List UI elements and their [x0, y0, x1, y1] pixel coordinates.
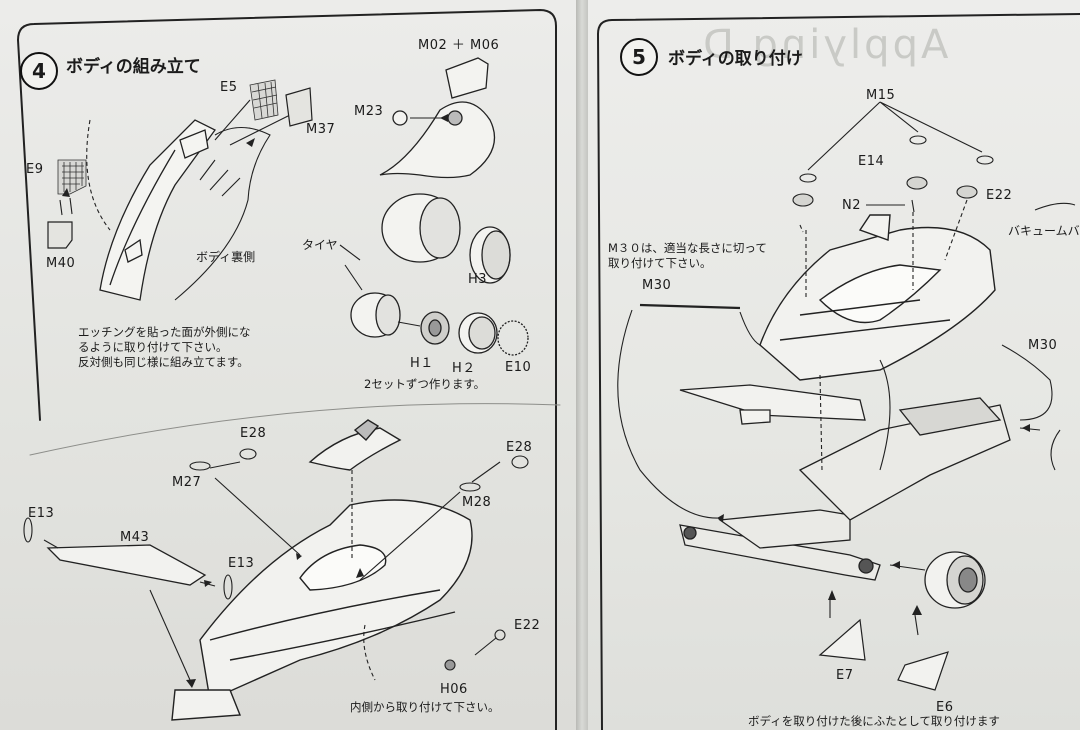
side-panel-part [99, 119, 216, 301]
body-shell-part [171, 419, 473, 721]
note-bottom: ボディを取り付けた後にふたとして取り付けます [748, 714, 1000, 728]
note-two-sets: 2セットずつ作ります。 [364, 377, 486, 391]
note-m30-line1: M３０は、適当な長さに切って [608, 241, 767, 255]
note-etching-line2: るように取り付けて下さい。 [78, 340, 228, 354]
etch-grid-e5 [249, 79, 279, 121]
part-e6-shape [897, 651, 949, 691]
label-m37: M37 [306, 122, 336, 137]
label-e14: E14 [858, 154, 885, 169]
label-m02-m06: M02 ＋ M06 [418, 38, 500, 53]
note-etching-line1: エッチングを貼った面が外側にな [78, 325, 251, 339]
label-m30-right: M30 [1028, 338, 1058, 353]
label-n2: N2 [842, 198, 861, 213]
label-e13-left: E13 [28, 506, 55, 521]
label-m27: M27 [172, 475, 202, 490]
label-h06: H06 [440, 682, 468, 697]
note-etching-line3: 反対側も同じ様に組み立てます。 [78, 355, 249, 369]
label-m15: M15 [866, 88, 896, 103]
etch-grid-e9 [57, 159, 87, 195]
label-m43: M43 [120, 530, 150, 545]
front-tire-part [350, 292, 529, 356]
label-h2: H２ [452, 361, 476, 376]
note-etching: エッチングを貼った面が外側にな るように取り付けて下さい。 反対側も同じ様に組み… [78, 325, 251, 370]
upper-body-part [759, 214, 996, 381]
step-number-4: 4 [20, 52, 58, 90]
label-m40: M40 [46, 256, 76, 271]
label-tire: タイヤ [302, 238, 338, 252]
note-m30-cut: M３０は、適当な長さに切って 取り付けて下さい。 [608, 241, 767, 271]
part-e7-shape [818, 618, 866, 661]
step-number-5: 5 [620, 38, 658, 76]
note-m30-line2: 取り付けて下さい。 [608, 256, 712, 270]
label-h3: H3 [468, 272, 488, 287]
label-e22-right: E22 [986, 188, 1013, 203]
label-e22-left: E22 [514, 618, 541, 633]
label-m23: M23 [354, 104, 384, 119]
chassis-frame-part [679, 397, 1011, 581]
label-e10: E10 [505, 360, 532, 375]
label-m30-left: M30 [642, 278, 672, 293]
label-e9: E9 [26, 162, 44, 177]
label-e28-right: E28 [506, 440, 533, 455]
step-title-4: ボディの組み立て [66, 57, 201, 77]
label-e6: E6 [936, 700, 954, 715]
label-e13-right: E13 [228, 556, 255, 571]
mirror-part [379, 57, 496, 179]
e6-tire-part [924, 551, 986, 609]
label-vacuum: バキュームバ [1008, 224, 1080, 238]
rear-tire-part [381, 193, 511, 284]
note-from-inside: 内側から取り付けて下さい。 [350, 700, 500, 714]
label-body-back: ボディ裏側 [196, 250, 256, 264]
page-gutter [576, 0, 588, 730]
label-h1: H１ [410, 356, 434, 371]
wing-m43-part [46, 544, 207, 586]
label-e28-left: E28 [240, 426, 267, 441]
label-e5: E5 [220, 80, 238, 95]
rear-wing-part [679, 384, 866, 425]
label-m28: M28 [462, 495, 492, 510]
label-e7: E7 [836, 668, 854, 683]
part-m40-shape [47, 221, 73, 249]
step-title-5: ボディの取り付け [668, 49, 803, 69]
part-m37-shape [285, 87, 313, 127]
